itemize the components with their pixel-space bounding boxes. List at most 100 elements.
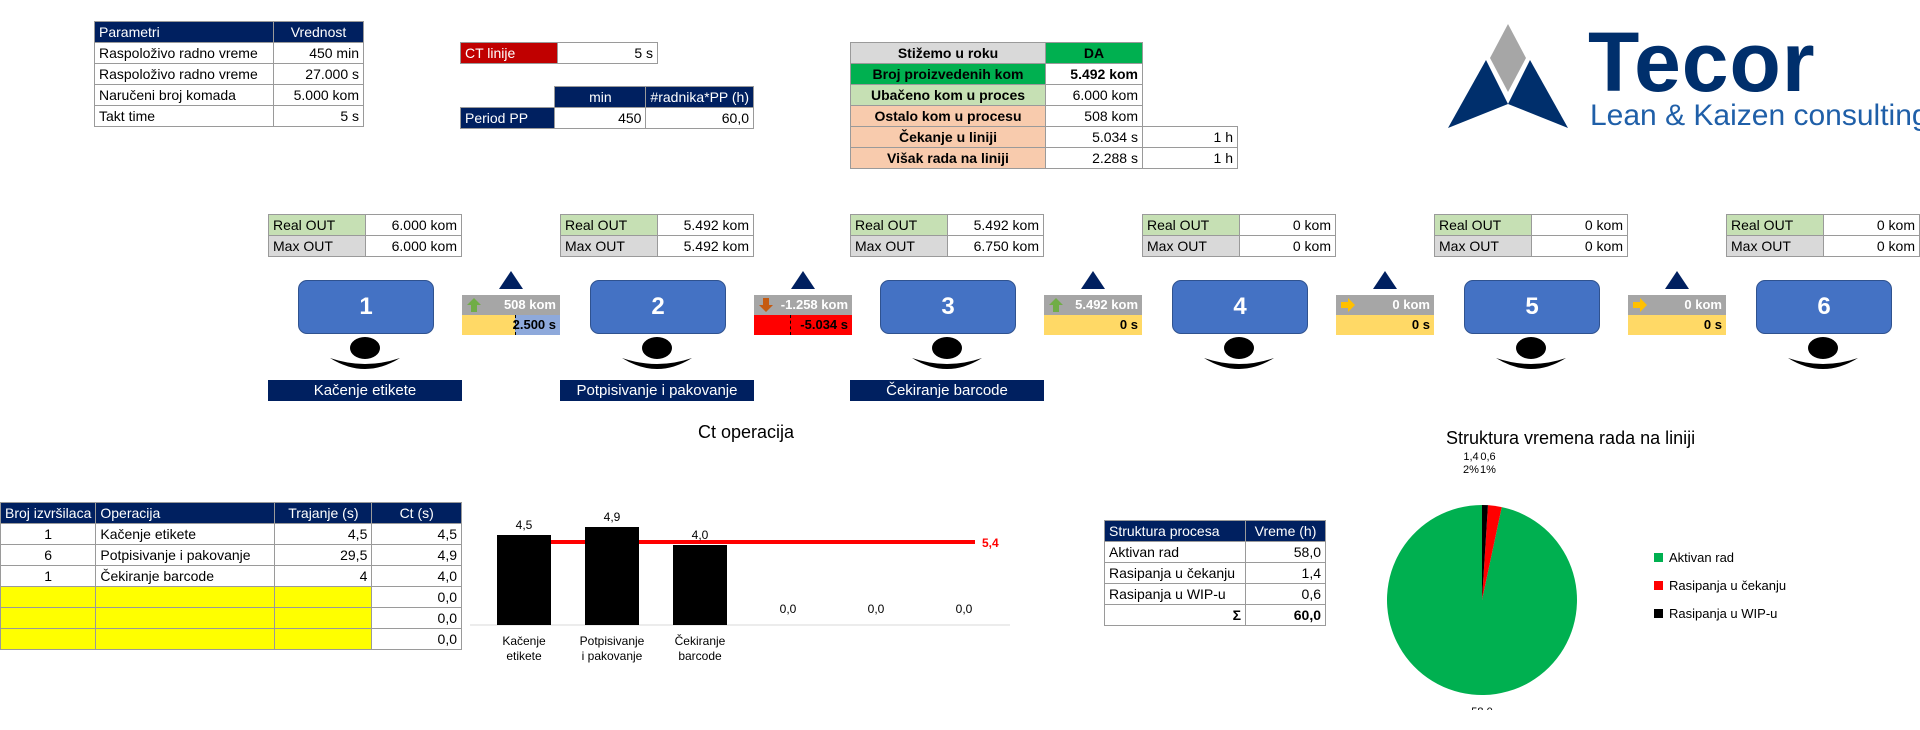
real-out-value: 6.000 kom — [365, 214, 462, 236]
max-out-value: 6.750 kom — [947, 235, 1044, 257]
buffer-qty: 0 kom — [1392, 297, 1430, 312]
pie-data-label: 1,4 — [1463, 451, 1478, 463]
buffer-time-fill — [515, 315, 560, 335]
real-out-label: Real OUT — [850, 214, 948, 236]
ops-cell: Potpisivanje i pakovanje — [95, 544, 276, 566]
buffer-qty-row: 0 kom — [1628, 295, 1726, 315]
buffer-time-row: 0 s — [1628, 315, 1726, 335]
bar-value-label: 0,0 — [780, 602, 797, 616]
ops-cell: 4,5 — [274, 523, 373, 545]
struct-header: Vreme (h) — [1245, 520, 1326, 542]
real-out-value: 0 kom — [1531, 214, 1628, 236]
status-label: Ostalo kom u procesu — [850, 105, 1046, 127]
ct-linije-value: 5 s — [557, 42, 658, 64]
max-out-value: 6.000 kom — [365, 235, 462, 257]
operation-label: Kačenje etikete — [268, 380, 462, 401]
station-2[interactable]: 2 — [590, 280, 726, 334]
real-out-label: Real OUT — [560, 214, 658, 236]
station-1[interactable]: 1 — [298, 280, 434, 334]
bar-value-label: 4,0 — [692, 528, 709, 542]
operation-label — [1726, 380, 1920, 401]
struct-cell: Aktivan rad — [1104, 541, 1246, 563]
status-extra: 1 h — [1142, 126, 1238, 148]
station-4[interactable]: 4 — [1172, 280, 1308, 334]
arrow-right-icon — [1341, 298, 1355, 312]
ops-cell: 1 — [0, 523, 97, 545]
max-out-label: Max OUT — [1434, 235, 1532, 257]
operator-icon — [1788, 337, 1858, 369]
buffer-indicator: -1.258 kom-5.034 s — [754, 295, 852, 335]
buffer-time-row: -5.034 s — [754, 315, 852, 335]
ops-input-cell[interactable] — [0, 607, 97, 629]
struct-cell: Rasipanja u WIP-u — [1104, 583, 1246, 605]
params-table: Parametri Vrednost Raspoloživo radno vre… — [94, 21, 364, 127]
real-out-value: 5.492 kom — [657, 214, 754, 236]
operator-icon — [330, 337, 400, 369]
period-header-min: min — [554, 86, 647, 108]
flow-triangle-icon — [1373, 271, 1397, 289]
ops-input-cell[interactable] — [0, 586, 97, 608]
buffer-qty: 0 kom — [1684, 297, 1722, 312]
station-5[interactable]: 5 — [1464, 280, 1600, 334]
ct-linije-label: CT linije — [460, 42, 558, 64]
struct-cell: Rasipanja u čekanju — [1104, 562, 1246, 584]
status-label: Višak rada na liniji — [850, 147, 1046, 169]
struct-cell: 1,4 — [1245, 562, 1326, 584]
status-label: Stižemo u roku — [850, 42, 1046, 64]
pie-chart-title: Struktura vremena rada na liniji — [1446, 428, 1696, 448]
status-extra: 1 h — [1142, 147, 1238, 169]
ops-input-cell[interactable] — [274, 607, 373, 629]
tecor-logo-mark-icon — [1448, 24, 1568, 128]
legend-item: Aktivan rad — [1654, 550, 1734, 565]
period-table: min #radnika*PP (h) Period PP 450 60,0 — [459, 86, 754, 129]
real-out-value: 0 kom — [1823, 214, 1920, 236]
max-out-label: Max OUT — [268, 235, 366, 257]
buffer-indicator: 508 kom 2.500 s — [462, 295, 560, 335]
tecor-logo-tagline: Lean & Kaizen consulting — [1590, 99, 1920, 132]
pie-slice-2 — [1482, 505, 1488, 600]
max-out-label: Max OUT — [560, 235, 658, 257]
status-value: DA — [1045, 42, 1143, 64]
status-value: 2.288 s — [1045, 147, 1143, 169]
ops-cell: 0,0 — [371, 628, 462, 650]
legend-swatch — [1654, 581, 1663, 590]
period-header-radnika: #radnika*PP (h) — [645, 86, 754, 108]
ops-input-cell[interactable] — [95, 607, 276, 629]
bar-value-label: 4,5 — [516, 518, 533, 532]
params-header-name: Parametri — [94, 21, 274, 43]
ops-input-cell[interactable] — [95, 586, 276, 608]
legend-label: Rasipanja u čekanju — [1669, 578, 1787, 593]
real-out-label: Real OUT — [1142, 214, 1240, 236]
ops-input-cell[interactable] — [274, 628, 373, 650]
struct-cell: 0,6 — [1245, 583, 1326, 605]
pie-data-label: 58,0 — [1471, 706, 1492, 710]
real-out-value: 0 kom — [1239, 214, 1336, 236]
flow-triangle-icon — [499, 271, 523, 289]
ops-input-cell[interactable] — [0, 628, 97, 650]
buffer-time: 0 s — [1703, 317, 1722, 332]
buffer-qty-row: 0 kom — [1336, 295, 1434, 315]
buffer-time: 2.500 s — [512, 317, 556, 332]
struct-cell: 58,0 — [1245, 541, 1326, 563]
legend-item: Rasipanja u čekanju — [1654, 578, 1786, 593]
station-3[interactable]: 3 — [880, 280, 1016, 334]
arrow-right-icon — [1633, 298, 1647, 312]
status-value: 508 kom — [1045, 105, 1143, 127]
station-6[interactable]: 6 — [1756, 280, 1892, 334]
buffer-qty-row: 508 kom — [462, 295, 560, 315]
buffer-qty-row: -1.258 kom — [754, 295, 852, 315]
ops-cell: 0,0 — [371, 607, 462, 629]
struct-cell: 60,0 — [1245, 604, 1326, 626]
ops-input-cell[interactable] — [274, 586, 373, 608]
operator-icon — [622, 337, 692, 369]
ops-cell: 0,0 — [371, 586, 462, 608]
ops-input-cell[interactable] — [95, 628, 276, 650]
